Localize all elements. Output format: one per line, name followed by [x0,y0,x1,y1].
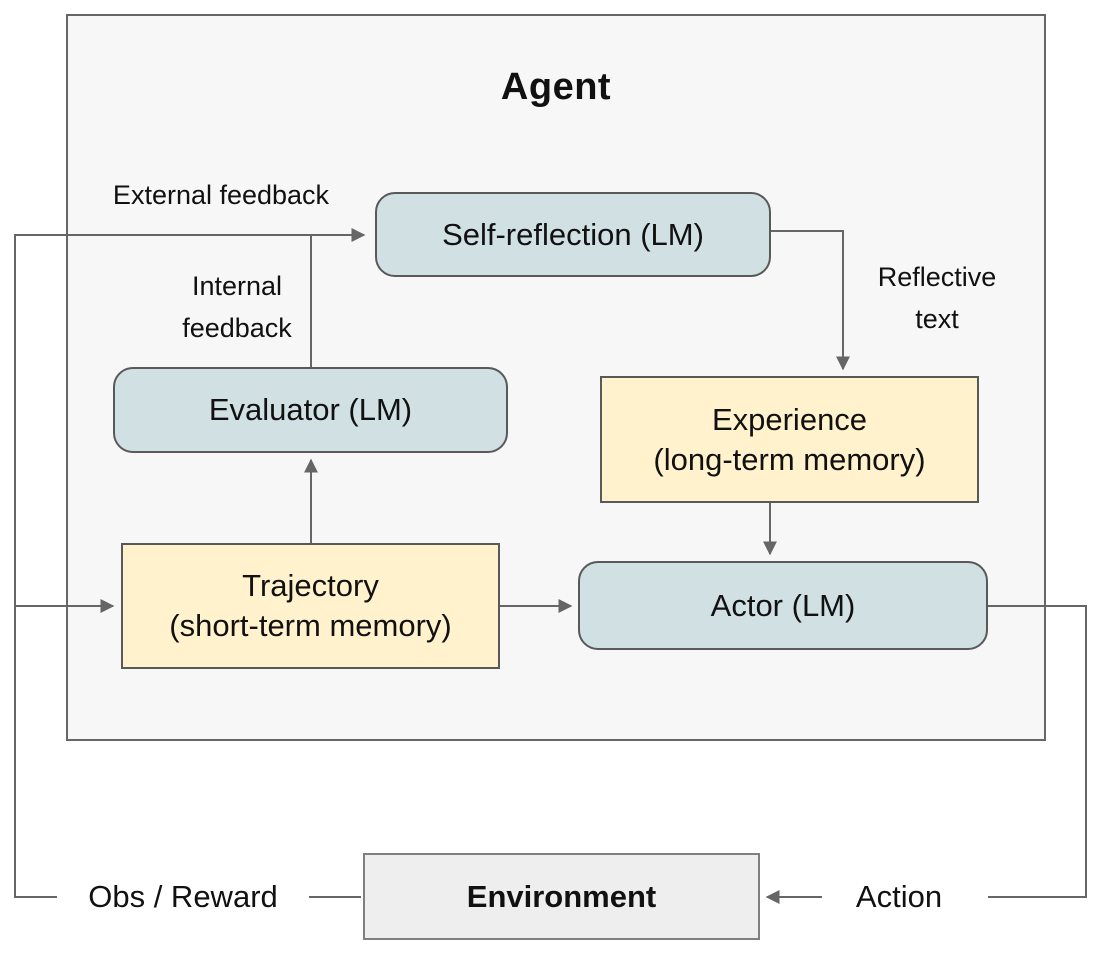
action-label: Action [855,879,943,914]
edge-env-to-self-reflection [14,228,366,898]
evaluator-label: Evaluator (LM) [208,392,413,428]
actor-node: Actor (LM) [578,561,988,650]
environment-label: Environment [466,878,657,914]
self-reflection-node: Self-reflection (LM) [375,192,771,277]
trajectory-title: Trajectory [242,568,379,604]
agent-title: Agent [500,66,612,108]
experience-node: Experience (long-term memory) [600,376,979,503]
edge-actor-action-loop [988,605,1087,898]
edge-self-reflection-to-experience [771,230,850,371]
internal-feedback-line1: Internal [191,271,283,302]
reflective-text-label: Reflective text [878,257,997,341]
external-feedback-label: External feedback [112,180,330,211]
experience-title: Experience [711,401,868,437]
self-reflection-label: Self-reflection (LM) [442,216,704,252]
experience-subtitle: (long-term memory) [653,441,926,477]
trajectory-subtitle: (short-term memory) [169,608,452,643]
internal-feedback-label: Internal feedback [182,266,292,350]
reflective-text-line2: text [915,304,959,334]
reflective-text-line1: Reflective [877,262,997,293]
actor-label: Actor (LM) [710,587,856,623]
internal-feedback-line2: feedback [182,313,292,343]
trajectory-node: Trajectory (short-term memory) [121,543,500,669]
obs-reward-label: Obs / Reward [88,879,278,914]
environment-node: Environment [363,853,760,940]
evaluator-node: Evaluator (LM) [113,367,508,453]
